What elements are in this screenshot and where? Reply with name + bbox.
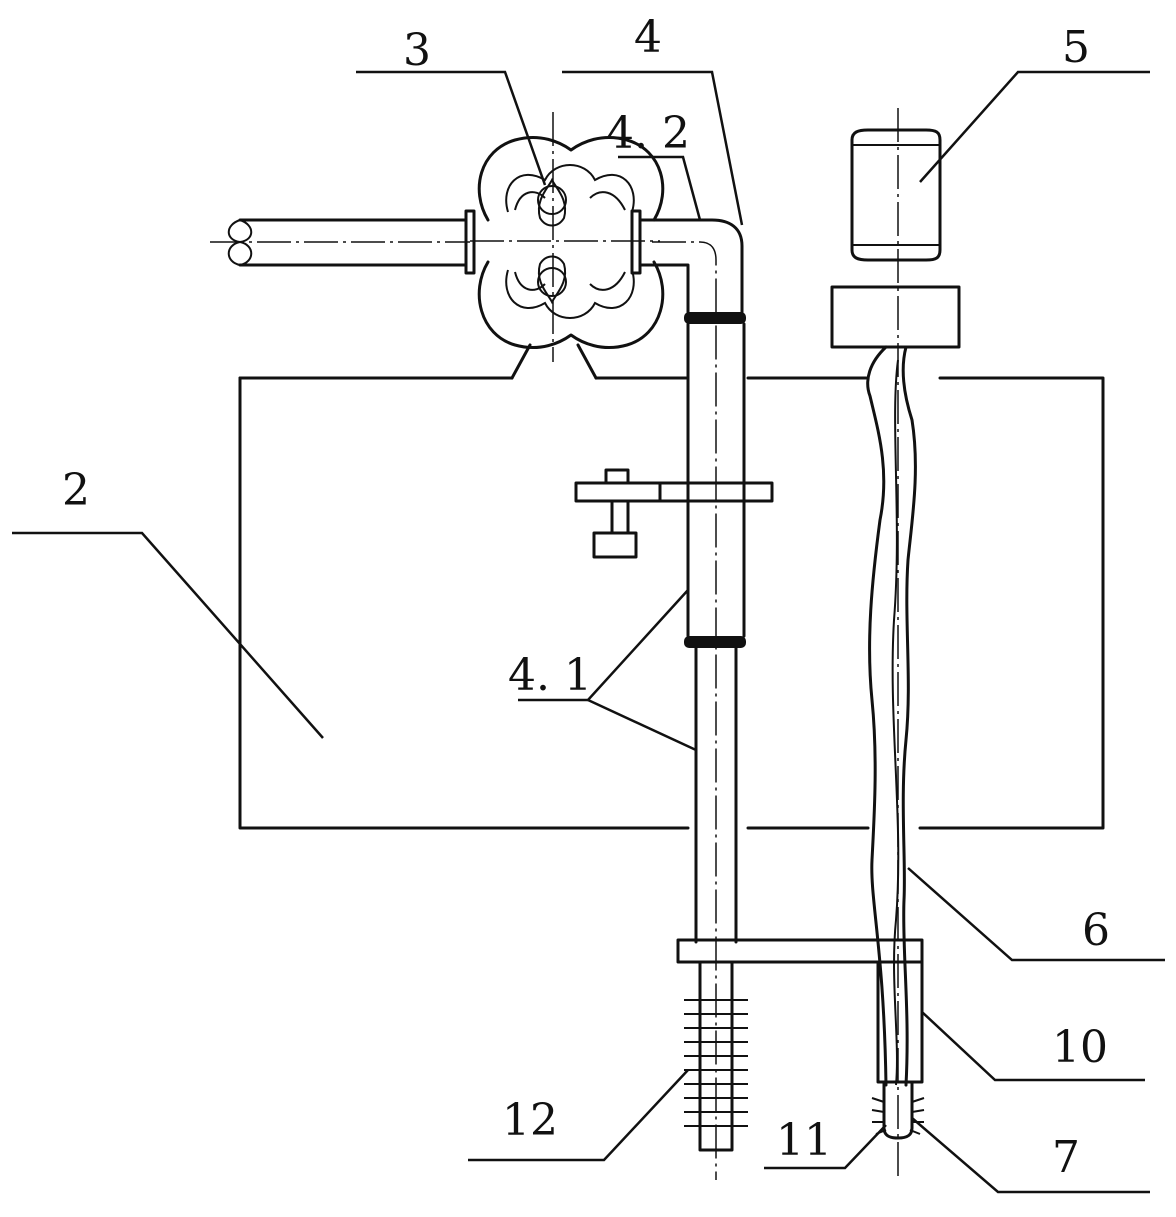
label-5: 5 [1062,22,1090,73]
labels: 2 3 4 4. 2 4. 1 5 6 10 12 11 7 [62,12,1110,1183]
label-11: 11 [776,1115,832,1166]
coupling-ring-upper [684,312,746,324]
lobe-pump [470,112,665,380]
label-4: 4 [634,12,662,63]
leader-lines [12,70,1165,1194]
label-4-2: 4. 2 [606,108,690,159]
coupling-ring-lower [684,636,746,648]
label-12: 12 [502,1095,558,1146]
label-3: 3 [403,25,431,76]
clamp-bracket [574,468,774,559]
suction-pipe [638,218,746,1180]
label-7: 7 [1052,1132,1080,1183]
label-4-1: 4. 1 [508,650,592,701]
label-2: 2 [62,465,90,516]
tank [238,376,1105,830]
brush-12 [684,999,748,1127]
inlet-pipe [210,209,642,275]
label-6: 6 [1082,905,1110,956]
motor [830,108,961,1180]
label-10: 10 [1052,1022,1108,1073]
flexible-shaft [866,345,917,1087]
